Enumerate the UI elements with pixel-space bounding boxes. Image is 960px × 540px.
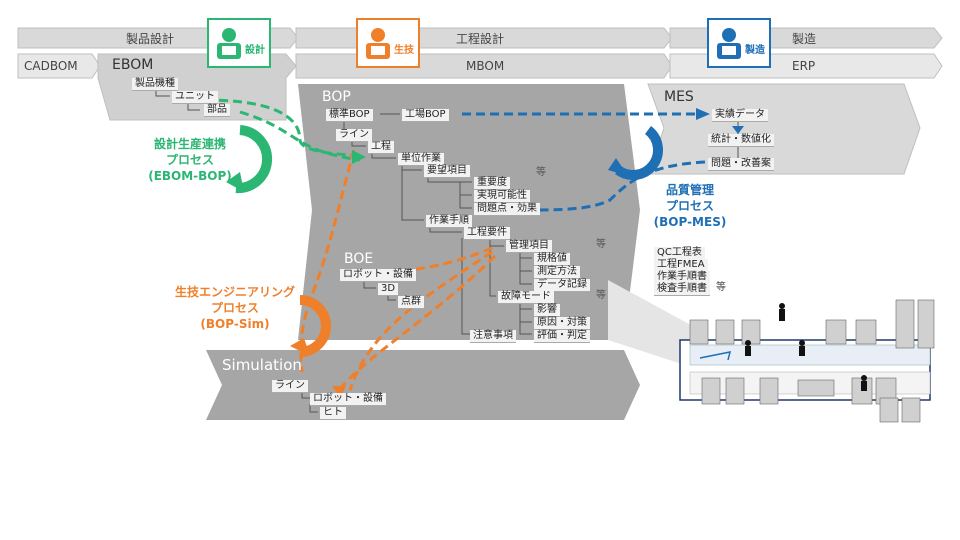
bop-sim-title: 生技エンジニアリング bbox=[174, 285, 295, 299]
bop-node-issues: 問題点・効果 bbox=[474, 203, 540, 216]
bop-node-line: ライン bbox=[336, 129, 372, 142]
blue-arrowhead-3 bbox=[732, 126, 744, 134]
cadbom-arrow bbox=[17, 53, 101, 79]
simulation-label: Simulation bbox=[222, 356, 302, 374]
role-mfg-label: 製造 bbox=[745, 45, 765, 56]
boe-label: BOE bbox=[344, 251, 374, 267]
blue-arrowhead-1 bbox=[696, 108, 710, 120]
green-flow-2 bbox=[239, 110, 361, 162]
bop-node-unit-work: 単位作業 bbox=[398, 153, 444, 166]
erp-label: ERP bbox=[792, 59, 816, 73]
ebom-bop-code: (EBOM-BOP) bbox=[148, 169, 232, 184]
bop-node-feasibility: 実現可能性 bbox=[474, 190, 530, 203]
orange-flow-3 bbox=[348, 250, 493, 391]
phase-mfg-label: 製造 bbox=[792, 32, 817, 46]
mes-node-issues: 問題・改善案 bbox=[708, 158, 774, 171]
sim-node-line: ライン bbox=[272, 380, 308, 393]
role-design-badge: 設計 bbox=[207, 18, 271, 68]
bop-etc-3: 等 bbox=[596, 290, 606, 301]
ebom-bop-title: 設計生産連携 bbox=[153, 137, 226, 151]
bop-node-evaluation: 評価・判定 bbox=[534, 330, 590, 343]
engineer-icon bbox=[366, 28, 390, 59]
bop-node-factory: 工場BOP bbox=[402, 109, 449, 122]
bop-etc-2: 等 bbox=[596, 239, 606, 250]
blue-flow-2 bbox=[524, 160, 706, 212]
ebom-node-part: 部品 bbox=[204, 104, 230, 117]
bop-node-spec: 規格値 bbox=[534, 253, 570, 266]
bop-mes-process-caption: 品質管理 プロセス (BOP-MES) bbox=[650, 182, 730, 231]
bop-mes-sub: プロセス bbox=[665, 199, 714, 214]
sim-node-robot: ロボット・設備 bbox=[310, 393, 386, 406]
orange-flow-2 bbox=[379, 246, 493, 277]
mes-node-results: 実績データ bbox=[712, 109, 768, 122]
ebom-label: EBOM bbox=[112, 57, 154, 73]
bop-node-failure-mode: 故障モード bbox=[498, 291, 554, 304]
engineer-icon bbox=[217, 28, 241, 59]
bop-etc-1: 等 bbox=[536, 167, 546, 178]
bop-node-data-record: データ記録 bbox=[534, 279, 590, 292]
bop-mes-title: 品質管理 bbox=[665, 183, 714, 197]
factory-illustration bbox=[679, 299, 935, 423]
mbom-label: MBOM bbox=[466, 59, 505, 73]
bop-node-impact: 影響 bbox=[534, 304, 560, 317]
ebom-node-unit: ユニット bbox=[172, 91, 218, 104]
blue-cycle-icon bbox=[608, 126, 663, 180]
ebom-panel bbox=[97, 53, 297, 121]
ebom-bop-sub: プロセス bbox=[165, 153, 214, 168]
bop-sim-sub: プロセス bbox=[210, 301, 259, 316]
role-mfg-badge: 製造 bbox=[707, 18, 771, 68]
bop-sim-process-caption: 生技エンジニアリング プロセス (BOP-Sim) bbox=[170, 284, 300, 333]
bop-panel bbox=[298, 84, 640, 340]
bop-node-cause: 原因・対策 bbox=[534, 317, 590, 330]
role-prodeng-label: 生技 bbox=[394, 45, 414, 56]
orange-cycle-icon bbox=[290, 295, 331, 357]
green-arrowhead bbox=[352, 150, 366, 164]
ebom-node-product: 製品機種 bbox=[132, 78, 178, 91]
bop-node-work-procedure: 作業手順 bbox=[426, 215, 472, 228]
mes-label: MES bbox=[664, 89, 694, 105]
bop-node-measurement: 測定方法 bbox=[534, 266, 580, 279]
boe-node-3d: 3D bbox=[378, 283, 399, 296]
green-cycle-icon bbox=[226, 125, 273, 194]
phase-design-label: 製品設計 bbox=[126, 32, 175, 46]
role-prodeng-badge: 生技 bbox=[356, 18, 420, 68]
phase-process-label: 工程設計 bbox=[456, 32, 505, 46]
bop-sim-code: (BOP-Sim) bbox=[200, 317, 270, 332]
doc-etc: 等 bbox=[716, 282, 726, 293]
bop-node-standard: 標準BOP bbox=[326, 109, 373, 122]
doc-inspection: 検査手順書 bbox=[654, 283, 710, 296]
engineer-icon bbox=[717, 28, 741, 59]
bop-node-importance: 重要度 bbox=[474, 177, 510, 190]
cadbom-label: CADBOM bbox=[24, 59, 78, 73]
bop-node-process: 工程 bbox=[368, 141, 394, 154]
bop-node-cautions: 注意事項 bbox=[470, 330, 516, 343]
bop-node-requirements: 要望項目 bbox=[424, 165, 470, 178]
bop-label: BOP bbox=[322, 89, 351, 105]
orange-flow-1 bbox=[299, 149, 356, 373]
sim-node-human: ヒト bbox=[320, 407, 346, 420]
funnel-shape bbox=[608, 280, 700, 370]
orange-flow-4 bbox=[336, 254, 497, 393]
bop-mes-code: (BOP-MES) bbox=[653, 215, 727, 230]
mes-panel bbox=[647, 83, 921, 175]
bop-node-management: 管理項目 bbox=[506, 240, 552, 253]
role-design-label: 設計 bbox=[245, 45, 265, 56]
mes-node-stats: 統計・数値化 bbox=[708, 134, 774, 147]
boe-node-robot: ロボット・設備 bbox=[340, 269, 416, 282]
ebom-bop-process-caption: 設計生産連携 プロセス (EBOM-BOP) bbox=[140, 136, 240, 185]
boe-node-pointcloud: 点群 bbox=[398, 296, 424, 309]
bop-node-process-req: 工程要件 bbox=[464, 227, 510, 240]
orange-arrowhead bbox=[332, 386, 346, 398]
